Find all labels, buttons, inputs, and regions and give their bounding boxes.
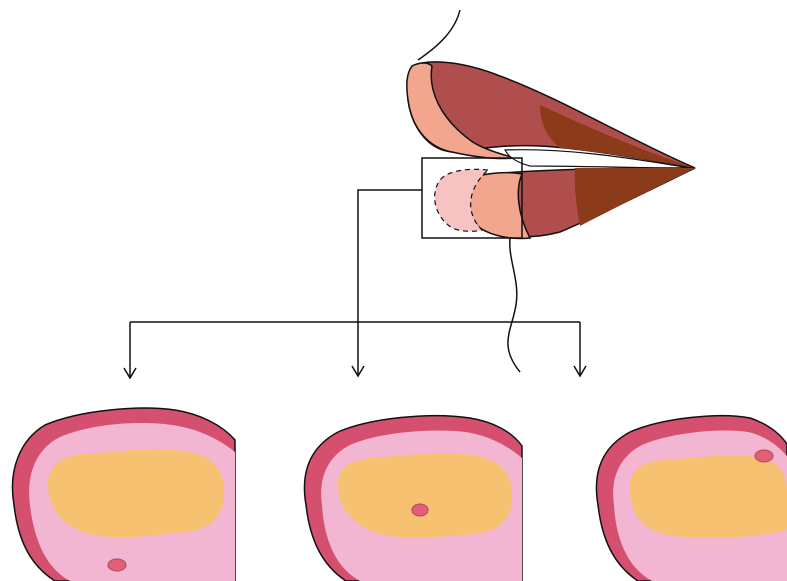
section-panel-right bbox=[596, 416, 787, 581]
lips-illustration bbox=[407, 10, 695, 372]
tissue-core bbox=[630, 455, 787, 538]
section-panel-left bbox=[12, 408, 235, 581]
tissue-core bbox=[338, 453, 512, 537]
section-panel-center bbox=[304, 416, 522, 581]
lower-lip-dark bbox=[575, 168, 695, 226]
tissue-core bbox=[48, 449, 224, 537]
lesion-dot bbox=[108, 559, 126, 571]
face-contour-bottom bbox=[508, 238, 520, 372]
connector-from-box bbox=[358, 190, 422, 375]
lesion-dot bbox=[755, 450, 773, 462]
lesion-dot bbox=[412, 504, 428, 516]
face-contour-top bbox=[418, 10, 460, 60]
